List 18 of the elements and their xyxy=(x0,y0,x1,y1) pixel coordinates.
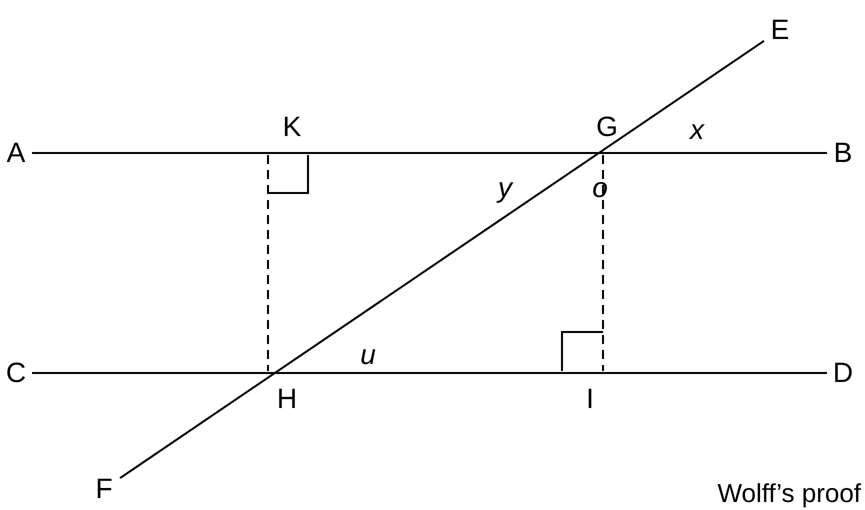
caption: Wolff’s proof xyxy=(717,480,861,506)
angle-label: o xyxy=(592,174,608,202)
point-label: E xyxy=(770,16,790,44)
straight-line xyxy=(32,152,827,154)
point-label: A xyxy=(6,139,26,167)
point-label: C xyxy=(6,359,26,387)
point-label: B xyxy=(834,139,852,167)
point-label: K xyxy=(282,113,302,141)
point-label: G xyxy=(596,113,618,141)
straight-line xyxy=(119,40,765,479)
angle-label: y xyxy=(498,174,512,202)
angle-label: u xyxy=(360,341,376,369)
angle-label: x xyxy=(690,116,704,144)
point-label: I xyxy=(586,385,594,413)
point-label: D xyxy=(832,359,854,387)
point-label: H xyxy=(276,385,298,413)
point-label: F xyxy=(95,475,113,503)
straight-line xyxy=(32,372,827,374)
